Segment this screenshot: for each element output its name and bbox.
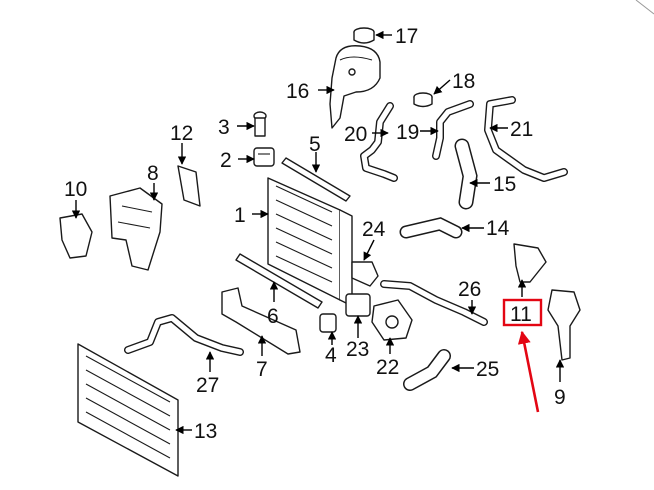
part-9-bracket — [547, 289, 581, 361]
part-16-expansion-tank — [329, 45, 381, 129]
part-4-mount — [319, 313, 337, 333]
callout-23: 23 — [346, 338, 369, 361]
callout-25: 25 — [476, 358, 499, 381]
part-8-air-guide — [109, 187, 163, 271]
callout-6: 6 — [267, 305, 279, 328]
part-14-hose — [399, 217, 463, 239]
part-20-vent-hose — [360, 102, 398, 182]
part-1-radiator — [267, 177, 353, 307]
callout-10: 10 — [64, 178, 87, 201]
part-23-mount — [345, 293, 371, 317]
part-17-reservoir-cap — [353, 27, 375, 44]
part-3-bolt — [253, 111, 267, 137]
part-6-seal-strip — [235, 253, 323, 309]
callout-18: 18 — [452, 70, 475, 93]
part-11-air-duct — [513, 243, 547, 283]
part-12-shield — [177, 165, 201, 207]
highlight-box — [502, 298, 543, 327]
callout-11: 11 — [510, 303, 532, 326]
callout-17: 17 — [395, 25, 418, 48]
callout-22: 22 — [376, 356, 399, 379]
callout-13: 13 — [194, 420, 217, 443]
callout-1: 1 — [234, 204, 246, 227]
callout-12: 12 — [170, 122, 193, 145]
callout-8: 8 — [147, 162, 159, 185]
part-2-bushing — [253, 147, 275, 167]
callout-9: 9 — [554, 386, 566, 409]
part-22-pump — [371, 299, 413, 341]
callout-5: 5 — [309, 133, 321, 156]
callout-3: 3 — [218, 116, 230, 139]
callout-14: 14 — [486, 217, 510, 240]
callout-4: 4 — [325, 344, 337, 367]
callout-21: 21 — [510, 118, 533, 141]
highlight-arrow — [517, 330, 540, 413]
part-13-condenser — [77, 343, 179, 477]
part-25-hose — [403, 349, 451, 391]
callout-27: 27 — [196, 374, 219, 397]
callout-16: 16 — [286, 80, 309, 103]
callout-19: 19 — [396, 121, 419, 144]
callout-7: 7 — [256, 358, 268, 381]
callout-labels: 17 16 18 20 19 21 15 14 3 2 5 12 8 10 1 … — [64, 25, 566, 443]
part-26-hose — [380, 280, 488, 326]
part-27-hose — [124, 314, 244, 356]
page-corner — [635, 0, 654, 15]
callout-2: 2 — [220, 149, 232, 172]
callout-20: 20 — [344, 123, 367, 146]
part-15-radiator-hose — [454, 138, 478, 210]
part-5-seal-strip — [281, 157, 351, 202]
part-19-hose — [432, 100, 474, 160]
callout-24: 24 — [362, 218, 386, 241]
part-7-bracket — [221, 287, 301, 355]
part-24-bracket — [351, 261, 379, 287]
callout-15: 15 — [493, 173, 516, 196]
callout-26: 26 — [458, 278, 481, 301]
part-10-cover — [59, 213, 93, 259]
leader-lines — [71, 30, 565, 435]
part-18-cap — [413, 92, 433, 108]
part-21-hose — [484, 96, 568, 182]
